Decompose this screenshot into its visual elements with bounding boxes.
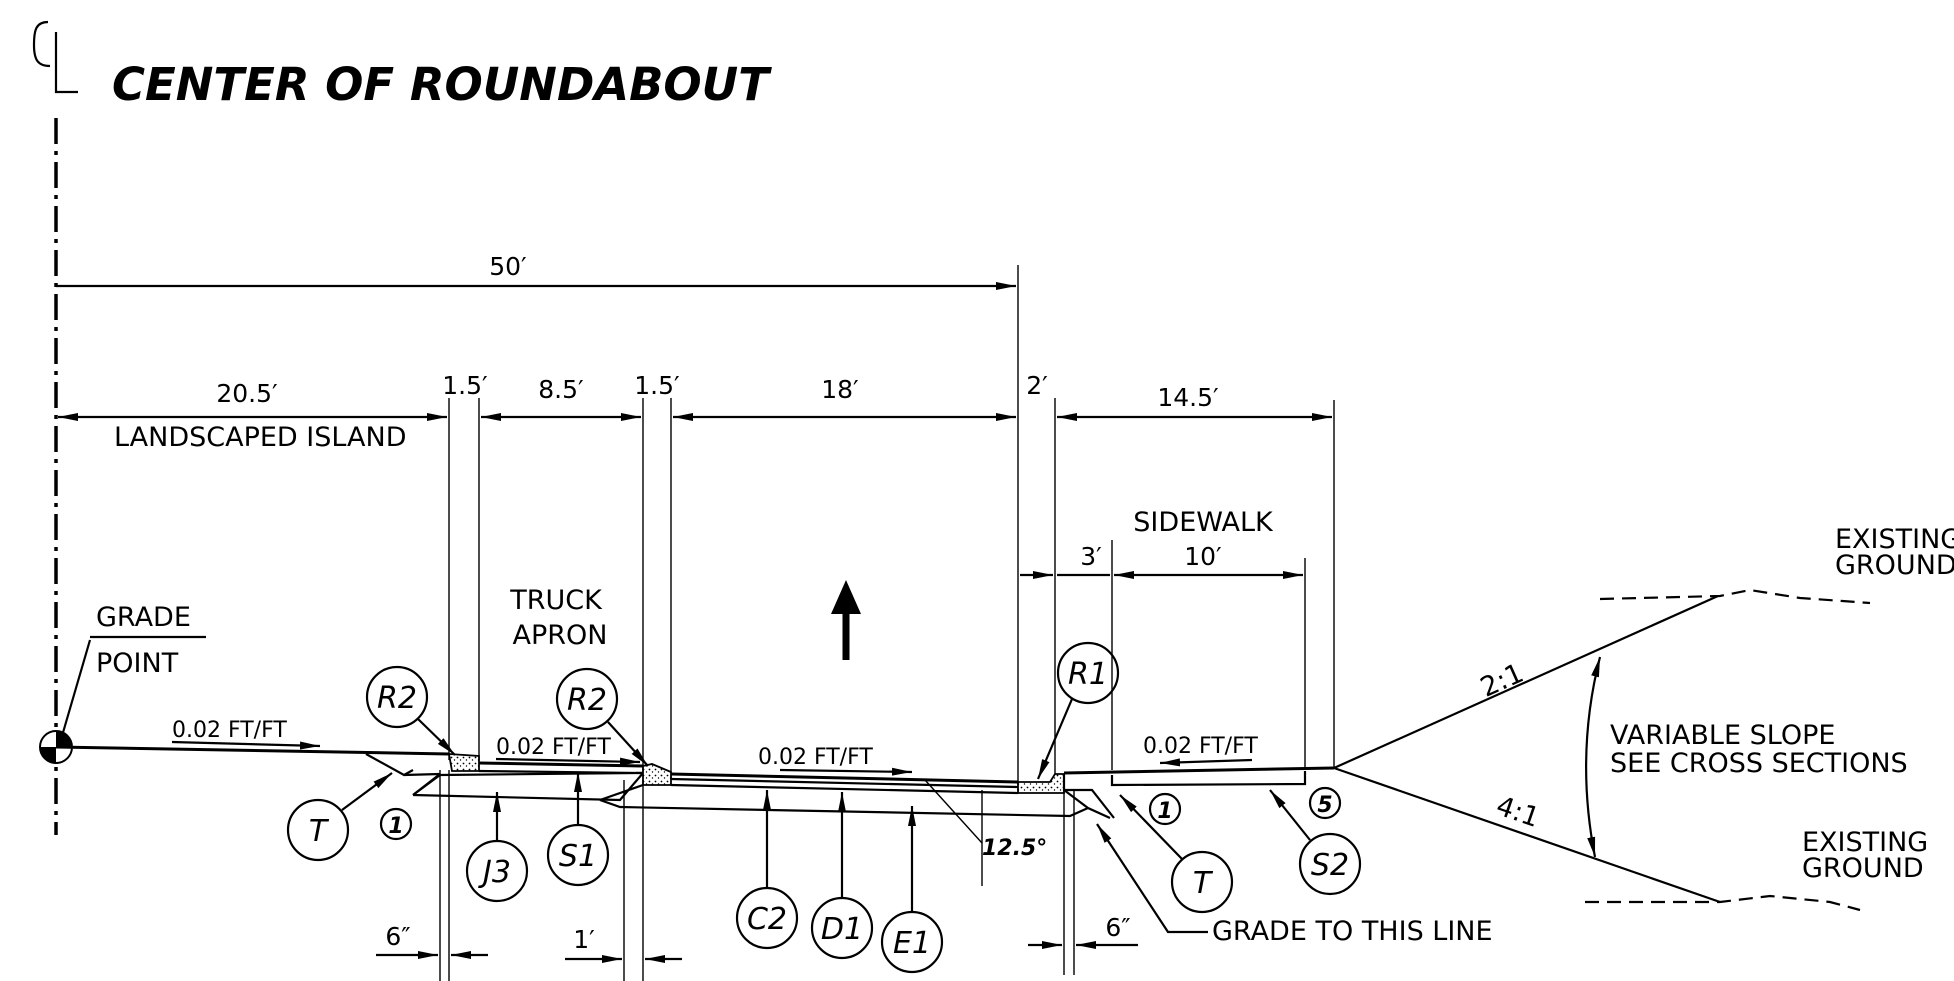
dim-island-label: 20.5′ [216,379,278,408]
dim-sidewalk-label: 10′ [1184,542,1222,571]
bottom-dimensions: 6″ 1′ 6″ 12.5° [376,770,1138,981]
callout-s1: S1 [559,839,597,874]
dim-six-right-label: 6″ [1105,913,1130,942]
page-title: CENTER OF ROUNDABOUT [112,58,772,111]
variable-slope-label-1: VARIABLE SLOPE [1610,720,1835,751]
callout-bubbles: R2 R2 R1 T 1 J3 S1 C2 D1 E1 [286,641,1362,974]
dim-curb-mid-label: 1.5′ [634,371,680,400]
dim-apron-label: 8.5′ [538,375,584,404]
existing-ground-bottom-2: GROUND [1802,853,1924,884]
grade-point-label-2: POINT [96,648,179,679]
grade-point-marker: GRADE POINT [39,602,206,764]
grade-point-label-1: GRADE [96,602,191,633]
variable-slope-label-2: SEE CROSS SECTIONS [1610,748,1908,779]
callout-s2: S2 [1311,848,1349,883]
dim-six-left-label: 6″ [385,922,410,951]
dimension-row: 20.5′ LANDSCAPED ISLAND 1.5′ 8.5′ 1.5′ 1… [58,371,1332,453]
angle-label: 12.5° [982,836,1047,861]
dim-curb-left-label: 1.5′ [442,371,488,400]
dimension-overall: 50′ [56,252,1019,790]
slope-labels: 0.02 FT/FT 0.02 FT/FT 0.02 FT/FT 0.02 FT… [171,658,1543,834]
centerline-symbol [32,20,78,94]
callout-note1-left: 1 [388,814,403,839]
slope-apron-label: 0.02 FT/FT [496,735,611,760]
landscaped-island-label: LANDSCAPED ISLAND [114,422,407,453]
dim-one-ft-label: 1′ [573,925,595,954]
callout-note5: 5 [1317,793,1332,818]
callout-note1-right: 1 [1157,799,1172,824]
ground-labels: EXISTING GROUND EXISTING GROUND VARIABLE… [1610,524,1954,884]
existing-ground-top-2: GROUND [1835,550,1954,581]
callout-d1: D1 [821,912,863,947]
callout-t-right: T [1193,866,1214,901]
grade-line-label: GRADE TO THIS LINE [1212,916,1493,947]
slope-bottom-ratio: 4:1 [1492,791,1543,834]
slope-road-label: 0.02 FT/FT [758,745,873,770]
sidewalk-dimensions: SIDEWALK 3′ 10′ [1020,507,1303,579]
existing-ground-top-1: EXISTING [1835,524,1954,555]
callout-c2: C2 [747,902,787,937]
callout-t-left: T [309,814,330,849]
existing-ground-bottom-1: EXISTING [1802,827,1928,858]
callout-r2-mid: R2 [567,683,607,718]
callout-e1: E1 [893,926,931,961]
slope-sidewalk-label: 0.02 FT/FT [1143,734,1258,759]
travel-direction-arrow [831,580,861,660]
truck-apron-label-1: TRUCK [509,585,603,616]
callout-j3: J3 [478,855,511,890]
dim-overall-label: 50′ [489,252,527,281]
slope-island-label: 0.02 FT/FT [172,718,287,743]
sidewalk-label: SIDEWALK [1133,507,1274,538]
callout-r2-left: R2 [377,681,417,716]
dim-buffer-label: 3′ [1080,542,1102,571]
truck-apron-label-2: APRON [513,620,608,651]
slope-top-ratio: 2:1 [1476,658,1528,704]
grade-line-callout: GRADE TO THIS LINE [1096,823,1493,947]
callout-r1: R1 [1068,657,1108,692]
cross-section-profile [55,588,1871,912]
dim-sidewalk-area-label: 14.5′ [1157,383,1219,412]
extension-lines [448,398,1335,778]
dim-roadway-label: 18′ [821,375,859,404]
dim-curb-right-label: 2′ [1026,371,1048,400]
